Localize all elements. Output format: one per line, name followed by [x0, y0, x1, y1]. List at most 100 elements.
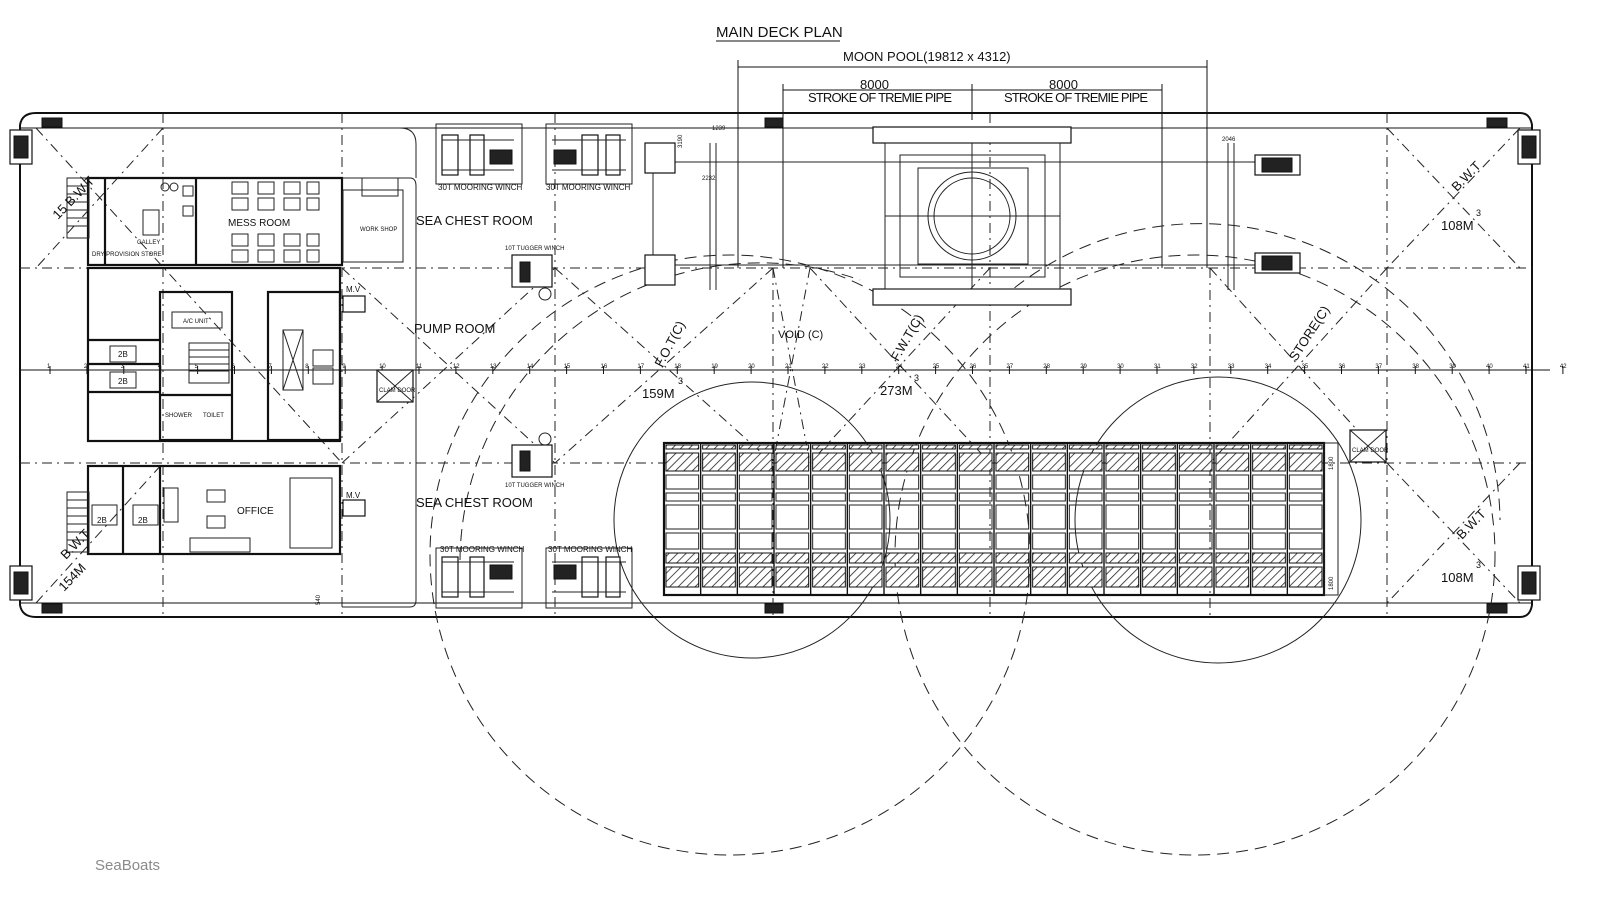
frame-number: 19	[711, 364, 718, 370]
cargo-cell	[702, 452, 736, 472]
bwt-bottom-right-volume: 108M	[1441, 570, 1474, 585]
mooring-winch-2-label: 30T MOORING WINCH	[546, 183, 631, 192]
fender-top-left	[9, 129, 33, 165]
frame-number: 28	[1043, 364, 1050, 370]
cargo-cell	[958, 452, 993, 472]
cargo-cell	[1032, 444, 1066, 450]
frame-number: 34	[1265, 364, 1272, 370]
frame-number: 38	[1412, 364, 1419, 370]
tugger-winch-2-label: 10T TUGGER WINCH	[505, 483, 564, 489]
cargo-cell	[665, 474, 700, 490]
cargo-cell	[922, 532, 956, 550]
cargo-cell	[1068, 474, 1103, 490]
cargo-cell	[702, 474, 736, 490]
cargo-cell	[1178, 452, 1213, 472]
cargo-cell	[958, 552, 993, 564]
cargo-cell	[812, 492, 846, 502]
cargo-cell	[848, 504, 883, 530]
cargo-cell	[1178, 552, 1213, 564]
shower-label: SHOWER	[165, 413, 193, 419]
cargo-cell	[775, 552, 810, 564]
cargo-cell	[1215, 566, 1250, 588]
stroke-left-dimension: 8000	[860, 77, 889, 92]
cargo-cell	[1252, 444, 1286, 450]
cargo-cell	[885, 492, 920, 502]
frame-number: 7	[268, 364, 272, 370]
cargo-cell	[1105, 504, 1140, 530]
frame-number: 13	[490, 364, 497, 370]
dim-1239: 1239	[712, 126, 726, 132]
cargo-cell	[702, 552, 736, 564]
bollards	[41, 117, 1508, 614]
dim-1800-b: 1800	[1329, 576, 1335, 590]
cabin-2b-label: 2B	[97, 516, 107, 525]
cargo-cell	[1032, 552, 1066, 564]
clam-door-2	[1349, 429, 1387, 463]
fender-bottom-left	[9, 565, 33, 601]
cargo-cell	[1288, 566, 1323, 588]
cargo-cell	[1178, 566, 1213, 588]
drawing-title: MAIN DECK PLAN	[716, 24, 843, 41]
cargo-cell	[885, 532, 920, 550]
cargo-cell	[1178, 532, 1213, 550]
cargo-cell	[1068, 566, 1103, 588]
sea-chest-room-bottom-label: SEA CHEST ROOM	[416, 495, 533, 510]
cargo-cell	[995, 444, 1030, 450]
moon-pool-dimension-line	[737, 60, 1208, 268]
cargo-cell	[1105, 444, 1140, 450]
bwt-bottom-left-volume: 154M	[55, 560, 88, 594]
cargo-cell	[1032, 452, 1066, 472]
cargo-cell	[848, 492, 883, 502]
cargo-cell	[1178, 504, 1213, 530]
cargo-cell	[812, 474, 846, 490]
cargo-cell	[702, 444, 736, 450]
cargo-cell	[702, 492, 736, 502]
cargo-cell	[958, 444, 993, 450]
frame-number: 17	[637, 364, 644, 370]
frame-number: 41	[1523, 364, 1530, 370]
cargo-cell	[958, 492, 993, 502]
cargo-cell	[775, 492, 810, 502]
cargo-cell	[1068, 552, 1103, 564]
frame-number: 11	[416, 364, 423, 370]
cargo-cell	[1252, 492, 1286, 502]
frame-number: 27	[1006, 364, 1013, 370]
frame-number: 25	[933, 364, 940, 370]
cargo-cell	[665, 552, 700, 564]
clam-door-1-label: CLAM DOOR	[379, 388, 416, 394]
frame-number: 15	[564, 364, 571, 370]
cargo-cell	[775, 532, 810, 550]
bwt-top-left-label: 15 B.W.T	[49, 173, 97, 222]
mooring-winch-1	[435, 123, 523, 185]
bwt-bottom-right-label: B.W.T	[1453, 506, 1488, 542]
cargo-cell	[738, 504, 773, 530]
cargo-cell	[848, 532, 883, 550]
mv-top-label: M.V	[346, 285, 361, 294]
cargo-cell	[1178, 444, 1213, 450]
cargo-cell	[738, 492, 773, 502]
work-shop-label: WORK SHOP	[360, 227, 397, 233]
cargo-cell	[1215, 504, 1250, 530]
cargo-cell	[885, 552, 920, 564]
cargo-cell	[702, 566, 736, 588]
cargo-cell	[665, 532, 700, 550]
pump-room-label: PUMP ROOM	[414, 321, 495, 336]
frame-number: 6	[232, 364, 236, 370]
frame-number: 14	[527, 364, 534, 370]
crane-reach-circles	[429, 223, 1501, 856]
cargo-cell	[1142, 492, 1176, 502]
cargo-cell	[738, 552, 773, 564]
cargo-cell	[1252, 532, 1286, 550]
bwt-top-right-label: B.W.T	[1448, 158, 1483, 194]
frame-number: 2	[84, 364, 88, 370]
cargo-cell	[1288, 504, 1323, 530]
dim-2232: 2232	[702, 176, 716, 182]
cargo-cell	[1178, 474, 1213, 490]
cargo-cell	[1068, 532, 1103, 550]
frame-number: 26	[970, 364, 977, 370]
stroke-left-label: STROKE OF TREMIE PIPE	[808, 90, 952, 105]
cargo-cell	[1288, 474, 1323, 490]
dim-1800-a: 1800	[1329, 456, 1335, 470]
cargo-cell	[922, 492, 956, 502]
frame-number: 36	[1339, 364, 1346, 370]
